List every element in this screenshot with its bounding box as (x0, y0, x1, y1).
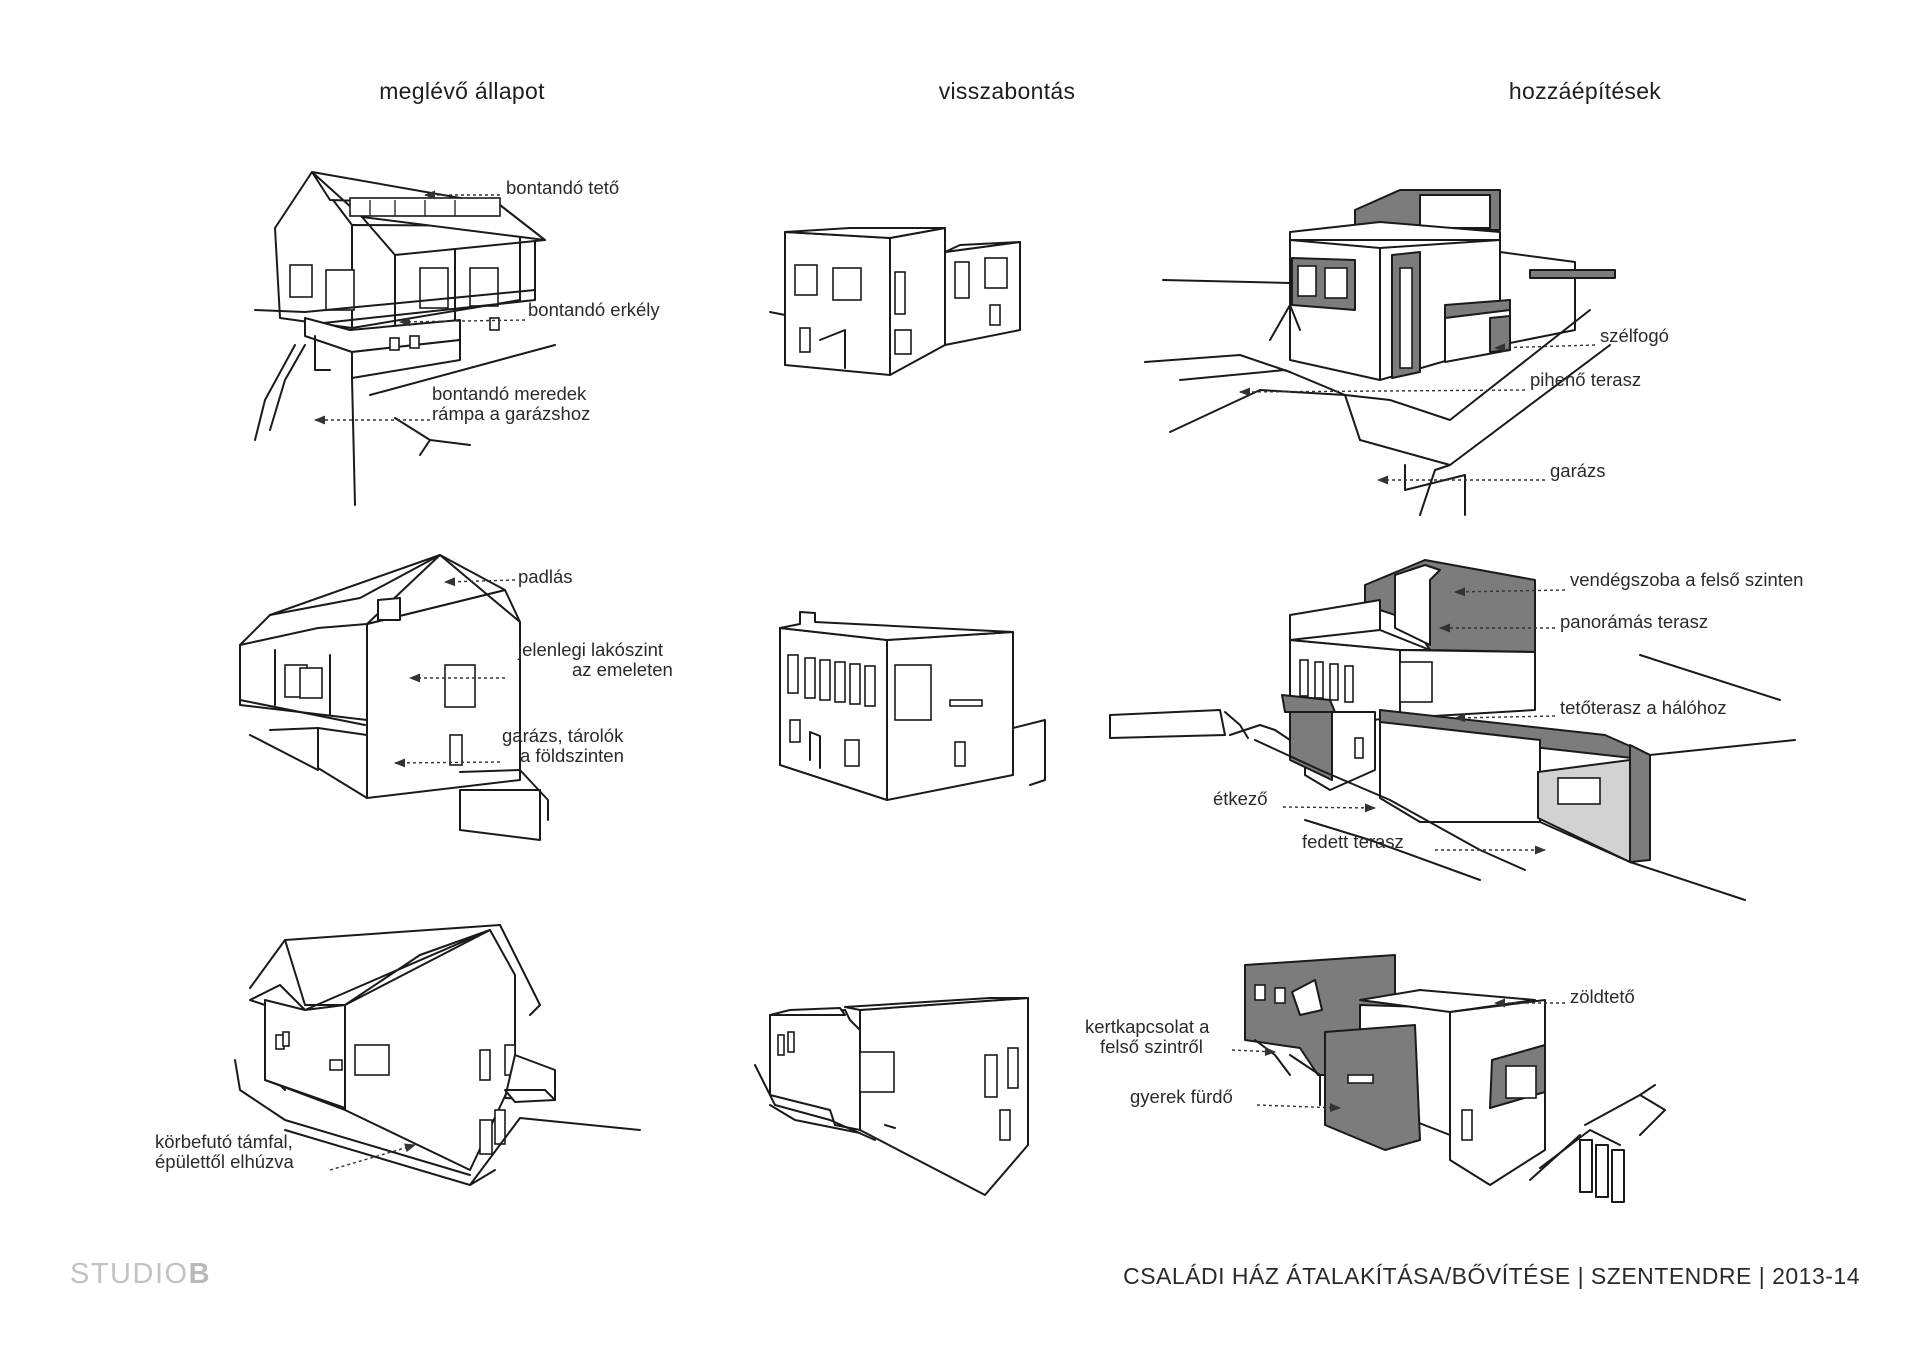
project-footer: CSALÁDI HÁZ ÁTALAKÍTÁSA/BŐVÍTÉSE | SZENT… (1123, 1263, 1860, 1289)
label-living-line2: az emeleten (572, 659, 673, 680)
label-dining: étkező (1213, 788, 1268, 809)
label-wall-line2: épülettől elhúzva (155, 1151, 295, 1172)
column-title-additions: hozzáépítések (1508, 78, 1662, 104)
label-panorama-terrace: panorámás terasz (1560, 611, 1708, 632)
addition-house-view-3 (1244, 954, 1666, 1203)
existing-house-view-3 (234, 924, 641, 1186)
brand-light: STUDIO (70, 1258, 189, 1290)
label-attic: padlás (518, 566, 573, 587)
label-covered-terrace: fedett terasz (1302, 831, 1404, 852)
label-garden-line2: felső szintről (1100, 1036, 1203, 1057)
column-title-demolition: visszabontás (938, 78, 1076, 104)
label-roof-demolish: bontandó tető (506, 177, 619, 198)
label-windbreak: szélfogó (1600, 325, 1669, 346)
existing-house-view-1 (254, 171, 556, 506)
label-balcony-demolish: bontandó erkély (528, 299, 660, 320)
existing-house-view-2 (239, 554, 549, 841)
studio-logo: STUDIOB (70, 1258, 211, 1291)
label-roof-terrace: tetőterasz a hálóhoz (1560, 697, 1727, 718)
label-kids-bath: gyerek fürdő (1130, 1086, 1233, 1107)
label-ramp-line1: bontandó meredek (432, 383, 587, 404)
addition-house-view-1 (1144, 189, 1616, 516)
label-guest-room: vendégszoba a felső szinten (1570, 569, 1803, 590)
label-garage-line1: garázs, tárolók (502, 725, 624, 746)
label-wall-line1: körbefutó támfal, (155, 1131, 293, 1152)
demolished-house-view-1 (769, 227, 1021, 376)
label-ramp-line2: rámpa a garázshoz (432, 403, 590, 424)
label-living-line1: jelenlegi lakószint (517, 639, 663, 660)
label-rest-terrace: pihenő terasz (1530, 369, 1641, 390)
label-garage: garázs (1550, 460, 1606, 481)
label-garage-line2: a földszinten (520, 745, 624, 766)
addition-house-view-2 (1109, 559, 1796, 901)
demolished-house-view-2 (779, 611, 1046, 801)
label-garden-line1: kertkapcsolat a (1085, 1016, 1210, 1037)
label-green-roof: zöldtető (1570, 986, 1635, 1007)
demolished-house-view-3 (754, 997, 1029, 1196)
brand-bold: B (188, 1258, 212, 1290)
column-title-existing: meglévő állapot (379, 78, 545, 104)
